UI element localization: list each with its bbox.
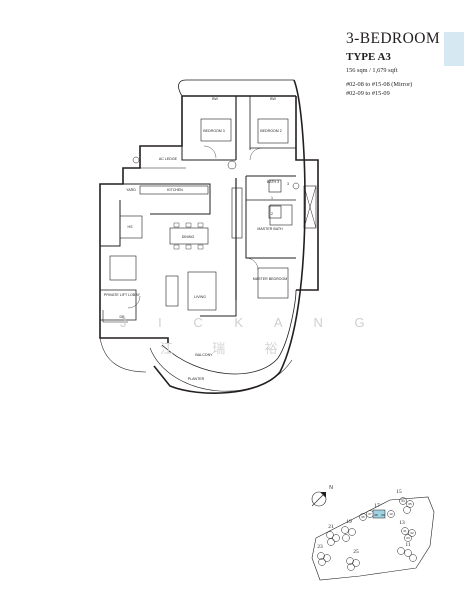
- bedroom2-label: BEDROOM 2: [260, 129, 282, 133]
- unit-06: 06: [361, 515, 365, 519]
- block-17: 17: [374, 503, 380, 509]
- unit-range-mirror: #02-08 to #15-08 (Mirror): [346, 81, 413, 88]
- unit-05: 05: [408, 502, 412, 506]
- kitchen-label: KITCHEN: [167, 188, 183, 192]
- bw-label-2: BW: [270, 97, 276, 101]
- right-wall-upper: [295, 96, 319, 291]
- lift-marker-3: 3: [287, 182, 289, 186]
- site-plan: N 17 15 19 13 21 11 23 25 08 09 10 07 06…: [311, 485, 435, 581]
- unit-07: 07: [368, 512, 372, 516]
- unit-10: 10: [389, 512, 393, 516]
- block-19: 19: [346, 519, 352, 525]
- left-curve: [99, 337, 147, 373]
- unit-08: 08: [374, 513, 378, 517]
- unit-09: 09: [381, 513, 385, 517]
- bw-label-1: BW: [212, 97, 218, 101]
- balcony-label: BALCONY: [195, 353, 213, 357]
- page-title: 3-BEDROOM: [346, 30, 441, 47]
- private-lift-lobby-label: PRIVATE LIFT LOBBY: [104, 293, 141, 297]
- highlighted-unit: [372, 509, 386, 519]
- dining-label: DINING: [182, 235, 195, 239]
- lift-marker-1: 1: [271, 196, 273, 200]
- block-11: 11: [405, 542, 411, 548]
- ac-ledge-label: AC LEDGE: [159, 157, 178, 161]
- yard-label: YARD: [126, 188, 136, 192]
- unit-03: 03: [406, 536, 410, 540]
- master-bedroom-label: MASTER BEDROOM: [253, 277, 288, 281]
- unit-01: 01: [403, 529, 407, 533]
- planter-top: [178, 79, 294, 97]
- living-label: LIVING: [194, 295, 206, 299]
- planter-label: PLANTER: [188, 377, 205, 381]
- lift-marker-2: 2: [271, 212, 273, 216]
- unit-range: #02-09 to #15-09: [346, 90, 390, 97]
- block-13: 13: [399, 520, 405, 526]
- db-label: DB: [120, 315, 126, 319]
- site-boundary: [311, 496, 435, 581]
- header-color-tab: [444, 32, 464, 66]
- balcony-line: [161, 289, 297, 375]
- unit-02: 02: [410, 531, 414, 535]
- bath3-label: BATH 3: [267, 180, 279, 184]
- outer-wall: [99, 96, 183, 343]
- unit-area: 156 sqm / 1,679 sqft: [346, 67, 398, 74]
- block-21: 21: [328, 524, 334, 530]
- north-arrow: N: [311, 485, 333, 507]
- master-bath-label: MASTER BATH: [257, 227, 283, 231]
- planter-line: [149, 347, 293, 392]
- unit-04: 04: [401, 499, 405, 503]
- hs-label: HS: [128, 225, 134, 229]
- unit-type: TYPE A3: [346, 51, 391, 63]
- block-23: 23: [317, 544, 323, 550]
- watermark-latin: J I C K A N G: [120, 315, 379, 330]
- watermark-chinese: 江 瑞 裕: [160, 341, 296, 356]
- north-label: N: [329, 485, 333, 491]
- block-15: 15: [396, 489, 402, 495]
- block-25: 25: [353, 549, 359, 555]
- bedroom3-label: BEDROOM 3: [203, 129, 225, 133]
- curved-facade: [153, 79, 306, 394]
